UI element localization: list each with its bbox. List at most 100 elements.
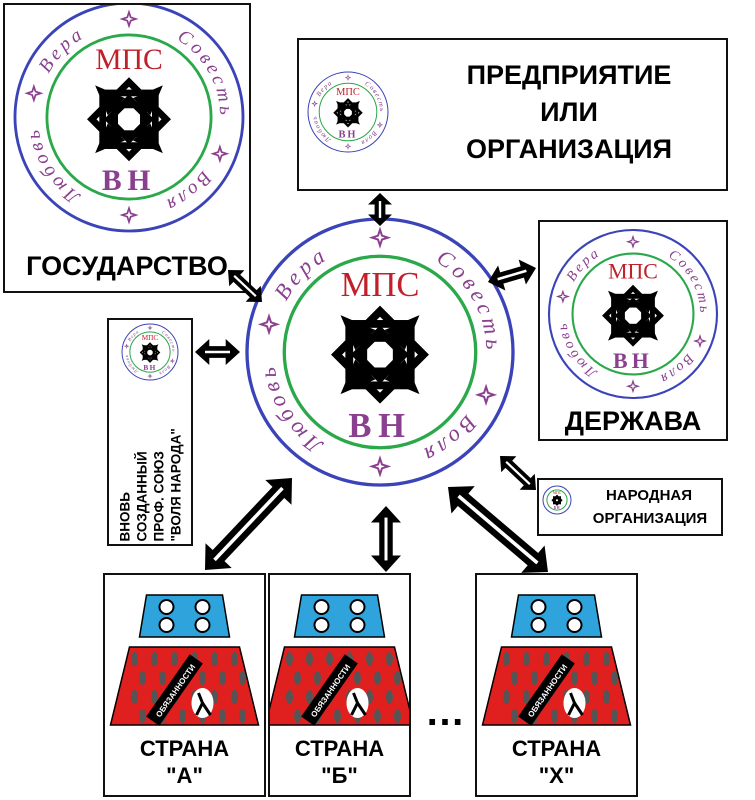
elite-layer (510, 594, 603, 638)
inner-ring (129, 331, 171, 373)
star-icon (147, 325, 153, 331)
country-name-line-1: СТРАНА (139, 736, 230, 761)
person-icon (199, 671, 206, 685)
person-icon (294, 709, 301, 723)
arrow-country-a (205, 478, 292, 570)
person-icon (591, 709, 598, 723)
emblem-top-letters: МПС (142, 334, 159, 342)
star-icon (692, 334, 708, 349)
emblem-top-letters: МПС (608, 260, 658, 284)
enterprise-line-2: ИЛИ (540, 97, 598, 127)
person-icon (139, 671, 146, 685)
factory-icon (158, 617, 175, 633)
person-icon (531, 671, 538, 685)
star-icon (625, 379, 641, 394)
enterprise-line-3: ОРГАНИЗАЦИЯ (466, 134, 672, 164)
person-icon (503, 690, 510, 704)
factory-icon (313, 617, 330, 633)
globe-icon (194, 617, 211, 633)
person-icon (611, 671, 618, 685)
elite-layer (138, 594, 231, 638)
person-icon (603, 690, 610, 704)
person-icon (603, 652, 610, 666)
monitor-icon (158, 599, 175, 615)
person-icon (611, 709, 618, 723)
person-icon (314, 671, 321, 685)
country-name-line-2: "А" (166, 763, 203, 788)
arrow-derzhava (488, 259, 536, 291)
star-icon (169, 358, 175, 364)
person-icon (131, 690, 138, 704)
person-icon (366, 652, 373, 666)
country-pyramid: ОБЯЗАННОСТИ (481, 594, 632, 726)
person-icon (551, 709, 558, 723)
person-icon (503, 652, 510, 666)
inner-ring (318, 82, 378, 142)
country-name-line-1: СТРАНА (511, 736, 602, 761)
person-icon (219, 671, 226, 685)
person-icon (239, 671, 246, 685)
person-icon (326, 652, 333, 666)
emblem-bottom-letters: ВН (143, 364, 156, 372)
emblem-bottom-letters: ВН (554, 506, 561, 510)
people-org-line-1: НАРОДНАЯ (605, 487, 693, 504)
person-icon (571, 671, 578, 685)
star-icon (210, 144, 230, 164)
outer-ring (307, 71, 389, 153)
person-icon (219, 709, 226, 723)
person-icon (394, 709, 401, 723)
money-head-icon (349, 599, 366, 615)
globe-icon (566, 617, 583, 633)
person-icon (211, 652, 218, 666)
people-org-emblem: МПС ВН (542, 485, 572, 515)
knot-icon (333, 98, 363, 128)
inner-ring (546, 489, 568, 511)
monitor-icon (313, 599, 330, 615)
person-icon (523, 690, 530, 704)
country-box-x: ОБЯЗАННОСТИ СТРАНА"Х" (475, 573, 638, 797)
person-icon (231, 652, 238, 666)
star-icon (625, 234, 641, 249)
person-icon (179, 709, 186, 723)
arrow-country-x (448, 486, 548, 573)
derzhava-label: ДЕРЖАВА (564, 406, 702, 436)
star-icon (376, 121, 384, 129)
star-icon (344, 143, 352, 150)
arrow-country-b (371, 506, 401, 572)
knot-icon (602, 284, 664, 347)
ellipsis: … (425, 690, 465, 734)
emblem-bottom-letters: ВН (102, 165, 156, 197)
country-name-line-1: СТРАНА (294, 736, 385, 761)
burden-bar (301, 654, 358, 726)
burden-bar (146, 654, 203, 726)
person-icon (334, 709, 341, 723)
person-icon (139, 709, 146, 723)
arrow-union (195, 339, 240, 365)
star-icon (24, 83, 44, 103)
emblem-top-letters: МПС (553, 491, 562, 495)
person-icon (511, 671, 518, 685)
star-icon (311, 100, 318, 108)
money-head-icon (566, 599, 583, 615)
person-icon (511, 709, 518, 723)
person-icon (394, 671, 401, 685)
state-label: ГОСУДАРСТВО (26, 251, 228, 281)
person-icon (286, 690, 293, 704)
person-icon (354, 671, 361, 685)
emblem-top-letters: МПС (95, 44, 163, 76)
person-icon (306, 690, 313, 704)
country-name-line-2: "Х" (538, 763, 575, 788)
emblem-top-letters: МПС (336, 87, 360, 98)
outer-ring (547, 228, 719, 400)
star-icon (344, 74, 352, 81)
burden-bar (518, 654, 575, 726)
country-pyramid: ОБЯЗАННОСТИ (109, 594, 260, 726)
people-org-line-2: ОРГАНИЗАЦИЯ (592, 510, 708, 527)
